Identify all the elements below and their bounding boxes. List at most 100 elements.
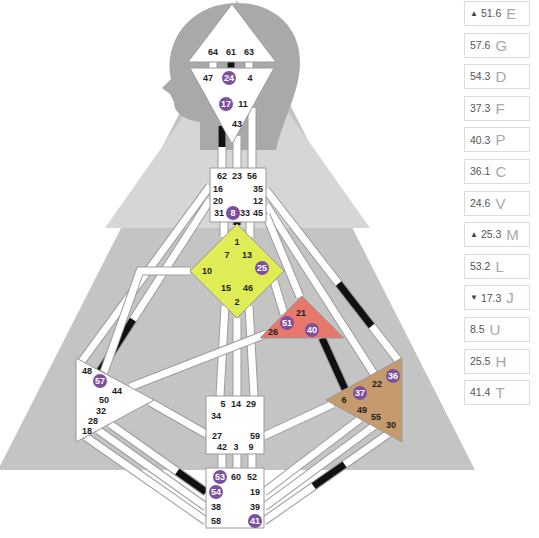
gate-number: 21 (296, 309, 306, 318)
channel (98, 430, 206, 507)
gate-number: 12 (253, 197, 263, 206)
gate-number: 60 (231, 473, 241, 482)
channel-outline (274, 281, 284, 314)
channel-outline (264, 419, 360, 492)
channel (249, 306, 254, 396)
planet-letter: E (506, 6, 516, 21)
channel (104, 271, 190, 372)
channel-outline (248, 454, 257, 468)
gate-number: 29 (246, 400, 256, 409)
activation-box: 8.5U (464, 317, 530, 342)
gate-number: 18 (82, 427, 92, 436)
activation-box: 24.6V (464, 191, 530, 216)
channel-bar (249, 108, 256, 168)
gate-number: 10 (202, 267, 212, 276)
channel-bar (234, 318, 241, 396)
channel-bar (150, 402, 206, 434)
activation-box: 40.3P (464, 127, 530, 152)
direction-mark: ▼ (470, 294, 478, 302)
activation-box: ▲51.6 E (464, 1, 530, 26)
active-gate: 51 (280, 316, 294, 330)
channel-bar (219, 454, 226, 468)
active-gate: 40 (305, 323, 319, 337)
gate-number: 13 (242, 251, 252, 260)
channel (264, 419, 360, 492)
gate-number: 6 (341, 396, 346, 405)
direction-mark: ▲ (470, 231, 478, 239)
gate-number: 4 (247, 74, 252, 83)
channel-bar (264, 404, 333, 436)
planet-letter: H (495, 354, 506, 369)
center-fill (260, 296, 344, 338)
gate-number: 32 (96, 407, 106, 416)
gate-line-value: 25.3 (481, 229, 501, 240)
channel (150, 402, 206, 434)
gate-number: 47 (203, 74, 213, 83)
gate-line-value: 40.3 (470, 135, 490, 146)
active-gate: 54 (209, 485, 223, 499)
gate-number: 39 (250, 503, 260, 512)
channel-bar (264, 419, 360, 492)
active-gate: 8 (226, 206, 240, 220)
channel (231, 62, 232, 68)
gate-line-value: 36.1 (470, 166, 490, 177)
planet-letter: C (495, 164, 506, 179)
planet-letter: M (506, 227, 519, 242)
channel-outline (264, 434, 388, 521)
gate-number: 9 (248, 443, 253, 452)
gate-number: 31 (214, 209, 224, 218)
channel-activation (322, 338, 345, 389)
center-fill (76, 358, 154, 442)
gate-number: 38 (211, 503, 221, 512)
direction-mark: ▲ (470, 10, 478, 18)
channel-activation (314, 464, 345, 486)
channel (237, 454, 238, 468)
channel-bar (274, 281, 284, 314)
channel-bar (219, 126, 226, 168)
activation-box: 54.3D (464, 64, 530, 89)
channel-bar (264, 434, 388, 521)
gate-line-value: 8.5 (470, 324, 485, 335)
gate-number: 33 (240, 209, 250, 218)
activation-box: 25.5H (464, 349, 530, 374)
channel (252, 454, 253, 468)
channel-bar (110, 424, 206, 492)
channel-outline (264, 426, 374, 507)
channel-bar (249, 306, 254, 396)
activation-box: ▼17.3J (464, 285, 530, 310)
center-fill (210, 168, 266, 222)
gate-number: 52 (247, 473, 257, 482)
gate-number: 64 (208, 48, 218, 57)
planet-letter: J (506, 290, 514, 305)
gate-line-value: 37.3 (470, 103, 490, 114)
channel (266, 205, 374, 374)
channel (100, 200, 210, 371)
channel-outline (233, 318, 242, 396)
channel-outline (322, 338, 345, 389)
activation-box: 53.2L (464, 254, 530, 279)
gate-line-value: 51.6 (481, 8, 501, 19)
head-profile (162, 3, 300, 150)
channel-bar (266, 205, 374, 374)
channel-activation (228, 62, 235, 68)
gate-number: 23 (232, 172, 242, 181)
channel-outline (245, 62, 254, 68)
gate-number: 2 (234, 298, 239, 307)
center-shape: 48574450322818 (76, 358, 154, 442)
active-gate: 24 (222, 71, 236, 85)
gate-number: 43 (232, 120, 242, 129)
channel-outline (249, 306, 254, 396)
gate-number: 45 (253, 209, 263, 218)
channel (249, 62, 250, 68)
channel (264, 426, 374, 507)
channel-bar (249, 454, 256, 468)
active-gate: 25 (255, 261, 269, 275)
gate-number: 35 (253, 185, 263, 194)
activation-box: ▲25.3 M (464, 222, 530, 247)
channel-bar (322, 338, 345, 389)
channel-bar (98, 430, 206, 507)
active-gate: 37 (353, 386, 367, 400)
center-fill (188, 4, 276, 62)
aura-triangle (0, 0, 475, 470)
